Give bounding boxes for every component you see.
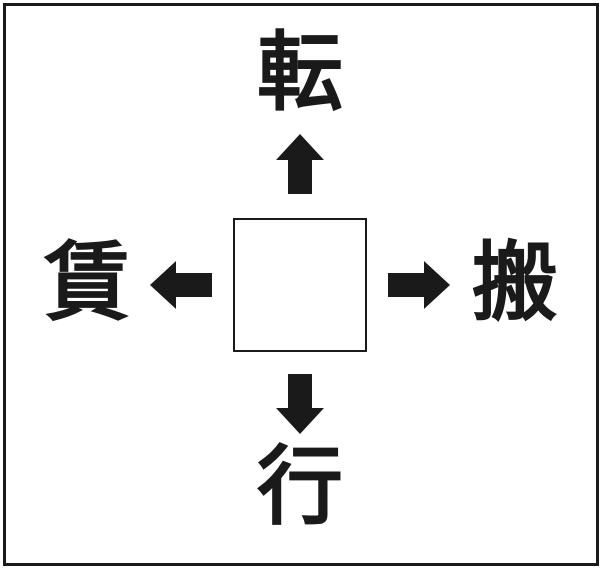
arrow-left-icon bbox=[150, 261, 212, 309]
arrow-down-icon bbox=[276, 374, 324, 434]
kanji-bottom: 行 bbox=[257, 436, 343, 537]
kanji-left: 賃 bbox=[44, 232, 130, 333]
answer-box[interactable] bbox=[233, 218, 367, 352]
arrow-up-icon bbox=[276, 134, 324, 194]
kanji-right: 搬 bbox=[472, 232, 558, 333]
puzzle-frame bbox=[3, 3, 599, 566]
arrow-right-icon bbox=[388, 261, 450, 309]
kanji-top: 転 bbox=[257, 22, 343, 123]
